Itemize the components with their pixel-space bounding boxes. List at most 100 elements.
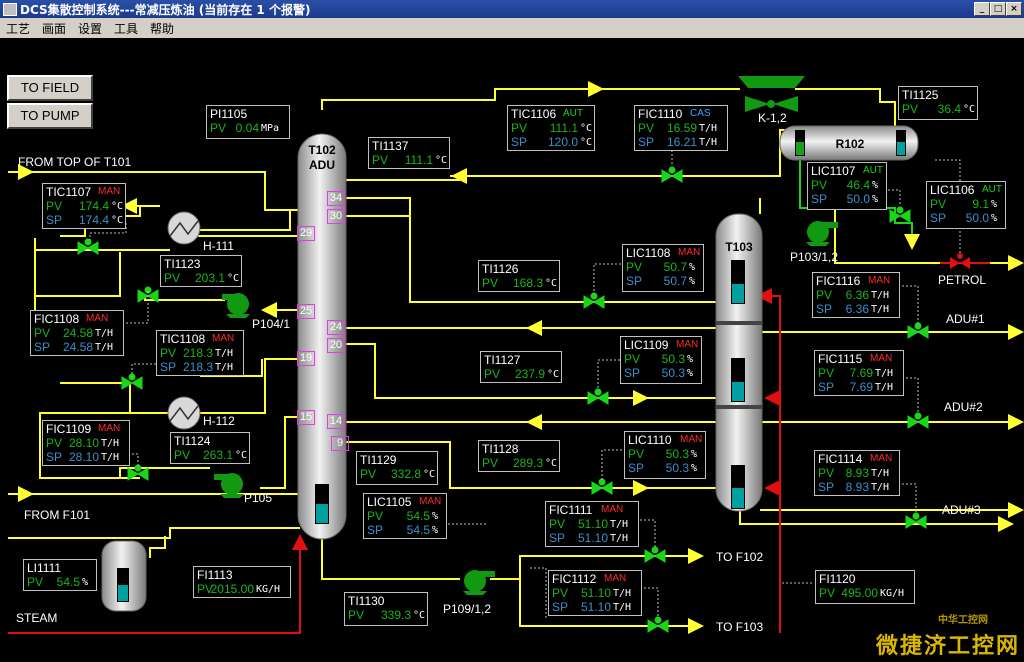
faceplate-mode: AUT (982, 184, 1002, 195)
stream-adu2: ADU#2 (944, 400, 983, 414)
pv-label: PV (482, 456, 499, 470)
unit-label: % (691, 449, 698, 460)
stream-to-f103: TO F103 (716, 620, 764, 634)
r102-label: R102 (835, 137, 865, 151)
unit-label: % (872, 194, 879, 205)
faceplate-tag: TI1128 (482, 442, 519, 456)
sp-value: 50.7 (663, 274, 687, 288)
sp-value: 218.3 (182, 360, 213, 374)
sp-value: 50.0 (846, 192, 870, 206)
faceplate-tag: FI1113 (197, 568, 233, 582)
pv-label: PV (638, 121, 655, 135)
to-field-button[interactable]: TO FIELD (7, 75, 93, 101)
tray-30: 30 (327, 209, 345, 224)
unit-label: KG/H (880, 588, 905, 599)
faceplate-mode: MAN (419, 496, 442, 507)
valve-lic1109 (587, 388, 609, 405)
p109-label: P109/1,2 (443, 602, 492, 616)
menu-settings[interactable]: 设置 (78, 22, 103, 36)
pv-value: 51.10 (577, 517, 608, 531)
faceplate-tag: FIC1114 (818, 452, 863, 466)
title-bar: DCS集散控制系统---常减压炼油 (当前存在 1 个报警) _ □ × (0, 0, 1024, 18)
valve-petrol[interactable] (950, 253, 970, 269)
sp-value: 51.10 (580, 600, 611, 614)
faceplate-tag: LIC1105 (367, 495, 412, 509)
sp-label: SP (816, 302, 833, 316)
signal-lines (89, 150, 961, 618)
unit-label: % (432, 511, 439, 522)
faceplate-tag: TI1130 (348, 594, 385, 608)
pv-value: 495.00 (841, 586, 878, 600)
menu-screen[interactable]: 画面 (42, 22, 67, 36)
sp-label: SP (160, 360, 177, 374)
pv-value: 111.1 (549, 121, 578, 135)
sp-value: 50.0 (965, 211, 989, 225)
unit-label: °C (435, 155, 448, 166)
unit-label: % (432, 525, 439, 536)
close-button[interactable]: × (1006, 2, 1022, 16)
faceplate-tag: TI1126 (482, 262, 519, 276)
pump-p103[interactable] (806, 221, 838, 246)
compressor-k1[interactable] (738, 76, 805, 112)
faceplate-mode: MAN (601, 504, 624, 515)
pv-value: 8.93 (845, 466, 869, 480)
tray-9: 9 (331, 436, 349, 451)
pv-label: PV (552, 586, 569, 600)
pv-label: PV (819, 586, 836, 600)
sp-value: 16.21 (666, 135, 697, 149)
unit-label: T/H (610, 519, 629, 530)
menu-process[interactable]: 工艺 (6, 22, 31, 36)
pump-p104[interactable] (222, 293, 250, 318)
minimize-button[interactable]: _ (974, 2, 990, 16)
sp-label: SP (626, 274, 643, 288)
menu-help[interactable]: 帮助 (150, 22, 175, 36)
unit-label: KG/H (256, 584, 281, 595)
maximize-button[interactable]: □ (990, 2, 1006, 16)
stream-adu1: ADU#1 (946, 312, 985, 326)
to-pump-button[interactable]: TO PUMP (7, 103, 93, 129)
unit-label: % (689, 262, 696, 273)
pump-p109[interactable] (463, 570, 495, 595)
pv-value: 9.1 (972, 197, 989, 211)
pump-p105[interactable] (214, 473, 244, 498)
faceplate-tag: LIC1108 (626, 246, 671, 260)
control-valves[interactable] (77, 166, 929, 633)
menu-tools[interactable]: 工具 (114, 22, 139, 36)
unit-label: °C (413, 610, 426, 621)
faceplate-tag: PI1105 (210, 107, 248, 121)
faceplate-mode: MAN (870, 353, 893, 364)
faceplate-tag: TI1127 (484, 353, 521, 367)
unit-label: T/H (613, 602, 632, 613)
tray-24: 24 (327, 320, 345, 335)
